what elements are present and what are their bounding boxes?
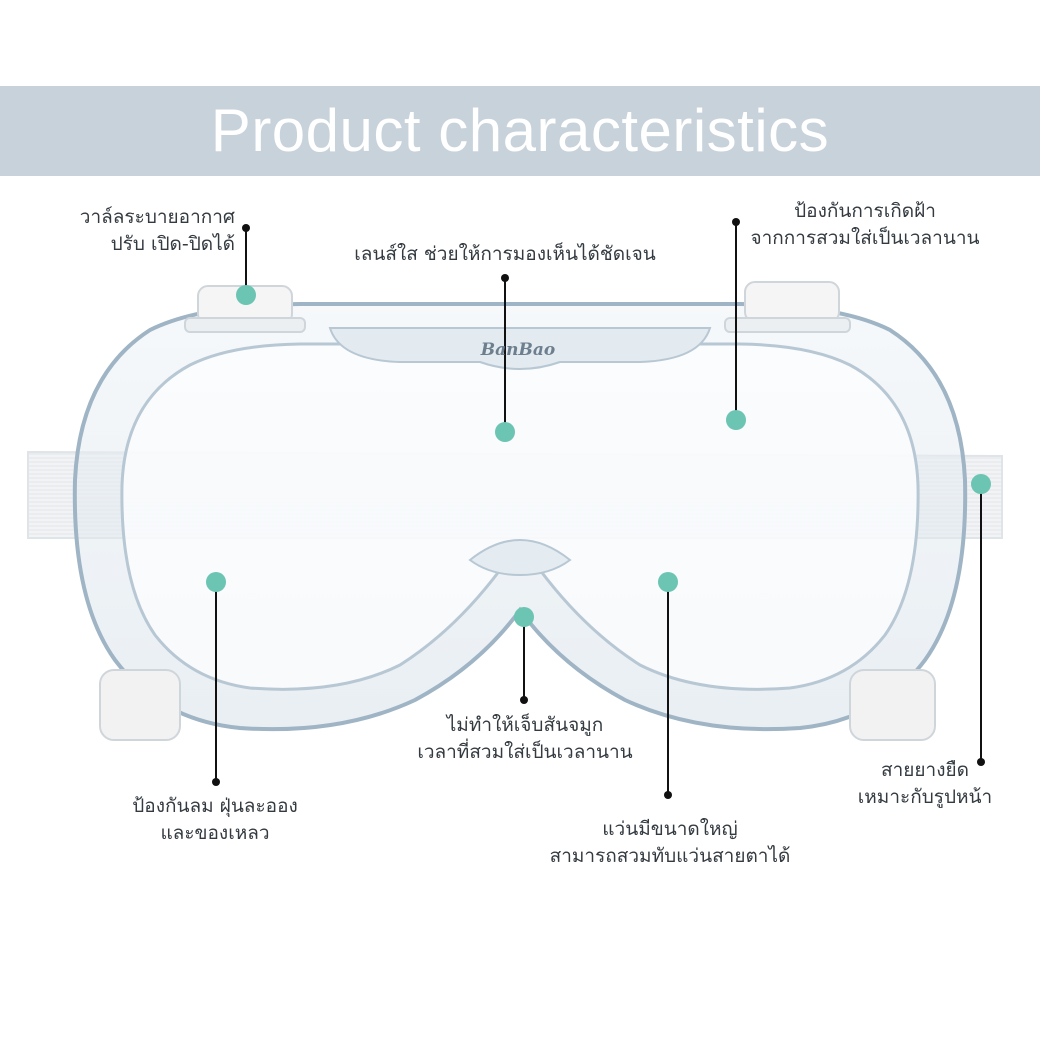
callout-strap: สายยางยืด เหมาะกับรูปหน้า: [857, 759, 993, 808]
leader-lines: [215, 222, 982, 795]
leader-dot: [520, 696, 528, 704]
marker-dust: [206, 572, 226, 592]
callout-valve: วาล์ลระบายอากาศ ปรับ เปิด-ปิดได้: [79, 206, 235, 255]
leader-dot: [977, 758, 985, 766]
leader-dot: [242, 224, 250, 232]
valve-bottom-right: [849, 669, 936, 741]
callout-dust: ป้องกันลม ฝุ่นละออง และของเหลว: [132, 795, 298, 844]
marker-size: [658, 572, 678, 592]
nose-bridge: [468, 539, 572, 577]
marker-antifog: [726, 410, 746, 430]
marker-strap: [971, 474, 991, 494]
callout-size: แว่นมีขนาดใหญ่ สามารถสวมทับแว่นสายตาได้: [549, 818, 791, 867]
marker-valve: [236, 285, 256, 305]
valve-top-left: [184, 285, 306, 333]
valve-top-right: [724, 281, 851, 333]
marker-nose: [514, 607, 534, 627]
leader-dot: [501, 274, 509, 282]
brand-logo: BanBao: [480, 340, 555, 360]
leader-dot: [732, 218, 740, 226]
brow-band: [328, 327, 712, 370]
banner: Product characteristics: [0, 86, 1040, 176]
callout-nose: ไม่ทำให้เจ็บสันจมูก เวลาที่สวมใส่เป็นเวล…: [417, 714, 633, 763]
callout-markers: [206, 285, 991, 627]
callout-lens: เลนส์ใส ช่วยให้การมองเห็นได้ชัดเจน: [354, 243, 656, 265]
leader-dot: [212, 778, 220, 786]
goggle-lens: [120, 342, 920, 691]
callout-antifog: ป้องกันการเกิดฝ้า จากการสวมใส่เป็นเวลานา…: [750, 200, 980, 249]
leader-dots: [212, 218, 985, 799]
marker-lens: [495, 422, 515, 442]
valve-bottom-left: [99, 669, 181, 741]
leader-dot: [664, 791, 672, 799]
banner-title: Product characteristics: [210, 97, 830, 164]
